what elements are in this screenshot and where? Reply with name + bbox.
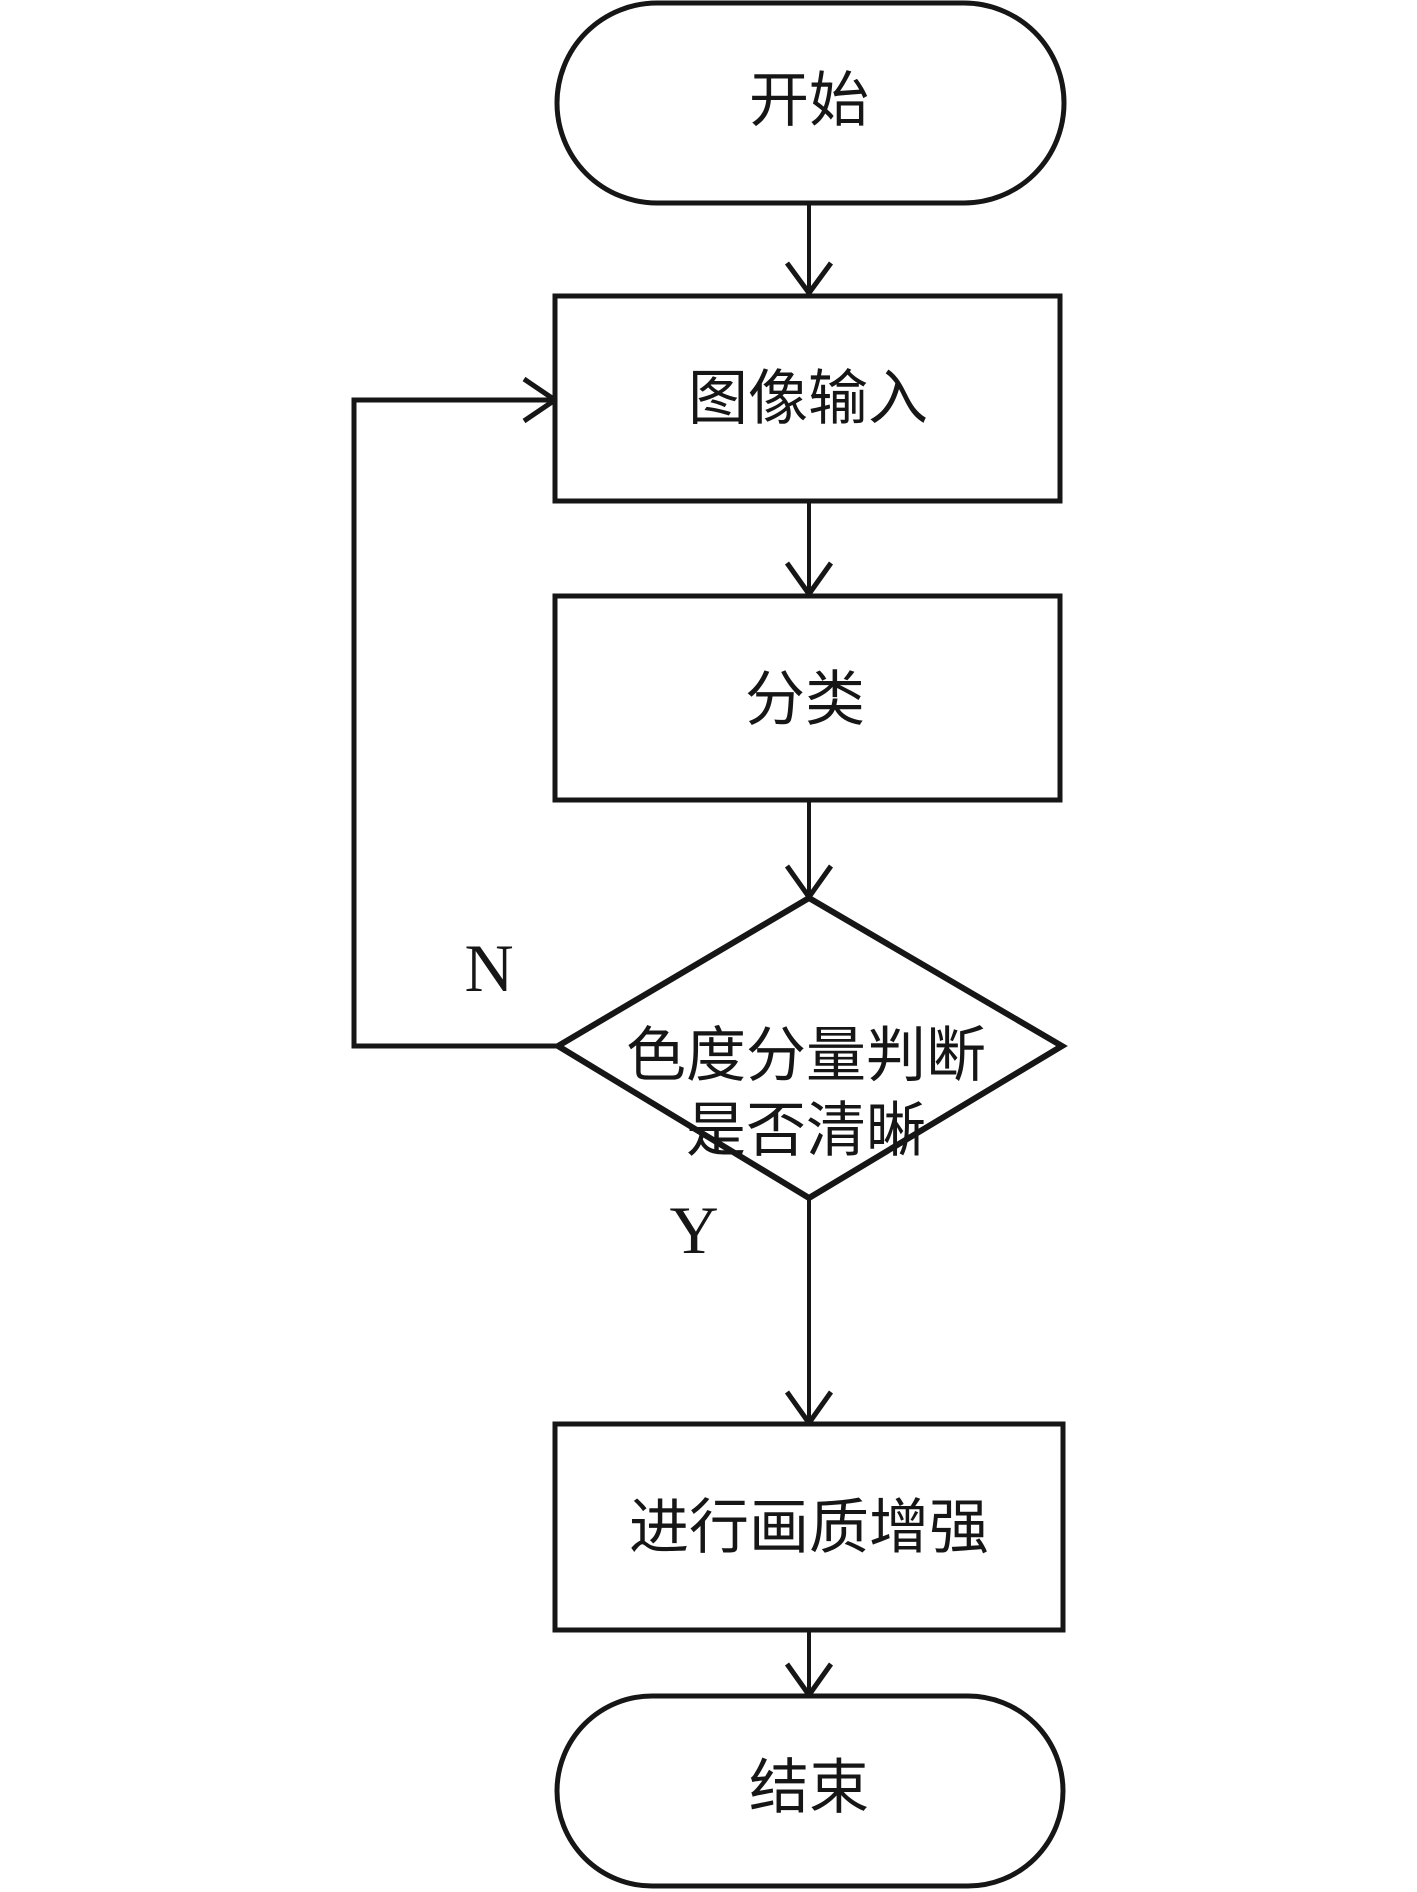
decision-node-label-line1: 色度分量判断 <box>626 1023 986 1089</box>
end-node-label: 结束 <box>749 1755 869 1821</box>
decision-node-shape <box>552 894 1068 1202</box>
branch-label-yes: Y <box>669 1192 718 1268</box>
image-input-node-label: 图像输入 <box>688 366 928 432</box>
nodes-layer <box>552 0 1068 1889</box>
classify-node-shape <box>552 593 1063 803</box>
decision-node-label-line2: 是否清晰 <box>686 1098 926 1164</box>
start-node-shape <box>554 0 1067 206</box>
classify-node-label: 分类 <box>745 667 865 733</box>
enhance-node-label: 进行画质增强 <box>629 1495 989 1561</box>
labels-layer: 开始 图像输入 分类 色度分量判断 是否清晰 进行画质增强 结束 N Y <box>464 68 989 1821</box>
edge-decision-no-loop <box>351 397 558 1049</box>
image-input-node-shape <box>552 293 1063 504</box>
arrowhead-start-to-input <box>784 261 834 298</box>
end-node-shape <box>554 1693 1066 1889</box>
enhance-node-shape <box>552 1421 1066 1633</box>
start-node-label: 开始 <box>749 68 869 134</box>
branch-label-no: N <box>464 930 513 1006</box>
